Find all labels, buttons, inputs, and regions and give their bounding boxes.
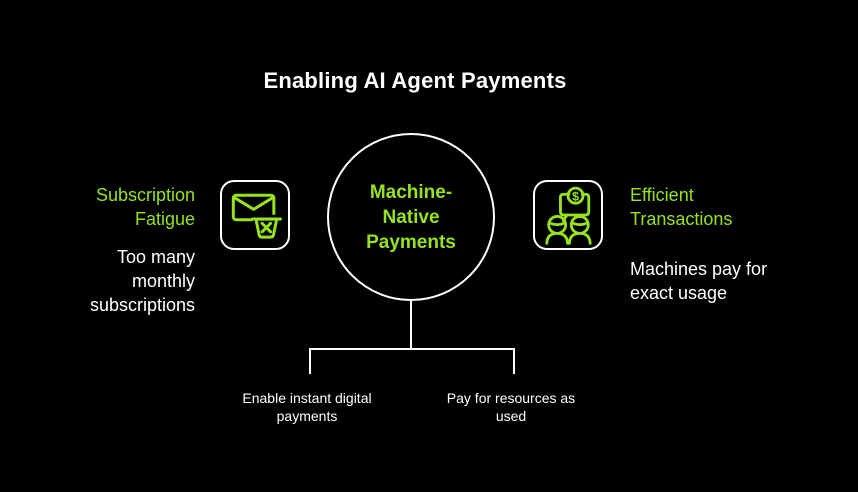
center-node-label: Machine- Native Payments bbox=[366, 181, 456, 253]
bottom-node-pay-per-use: Pay for resources as used bbox=[446, 390, 576, 424]
page-title: Enabling AI Agent Payments bbox=[263, 68, 567, 93]
center-node: Machine- Native Payments bbox=[327, 133, 495, 301]
subscription-fatigue-card bbox=[220, 180, 290, 250]
bottom-node-instant-payments: Enable instant digital payments bbox=[242, 390, 372, 424]
connector-stem bbox=[410, 300, 412, 349]
people-payment-chat-icon: $ bbox=[545, 186, 592, 245]
right-node-heading: Efficient Transactions bbox=[630, 185, 733, 229]
left-node-text: Subscription Fatigue Too many monthly su… bbox=[65, 183, 195, 317]
right-node-text: Efficient Transactions Machines pay for … bbox=[630, 183, 800, 305]
connector-drop-left bbox=[309, 348, 311, 374]
left-node-heading: Subscription Fatigue bbox=[95, 185, 195, 229]
efficient-transactions-card: $ bbox=[533, 180, 603, 250]
connector-horizontal bbox=[309, 348, 515, 350]
left-node-description: Too many monthly subscriptions bbox=[89, 247, 195, 315]
dollar-sign-glyph: $ bbox=[572, 189, 579, 203]
right-node-description: Machines pay for exact usage bbox=[630, 259, 768, 303]
connector-drop-right bbox=[513, 348, 515, 374]
email-unsubscribe-icon bbox=[231, 193, 282, 242]
